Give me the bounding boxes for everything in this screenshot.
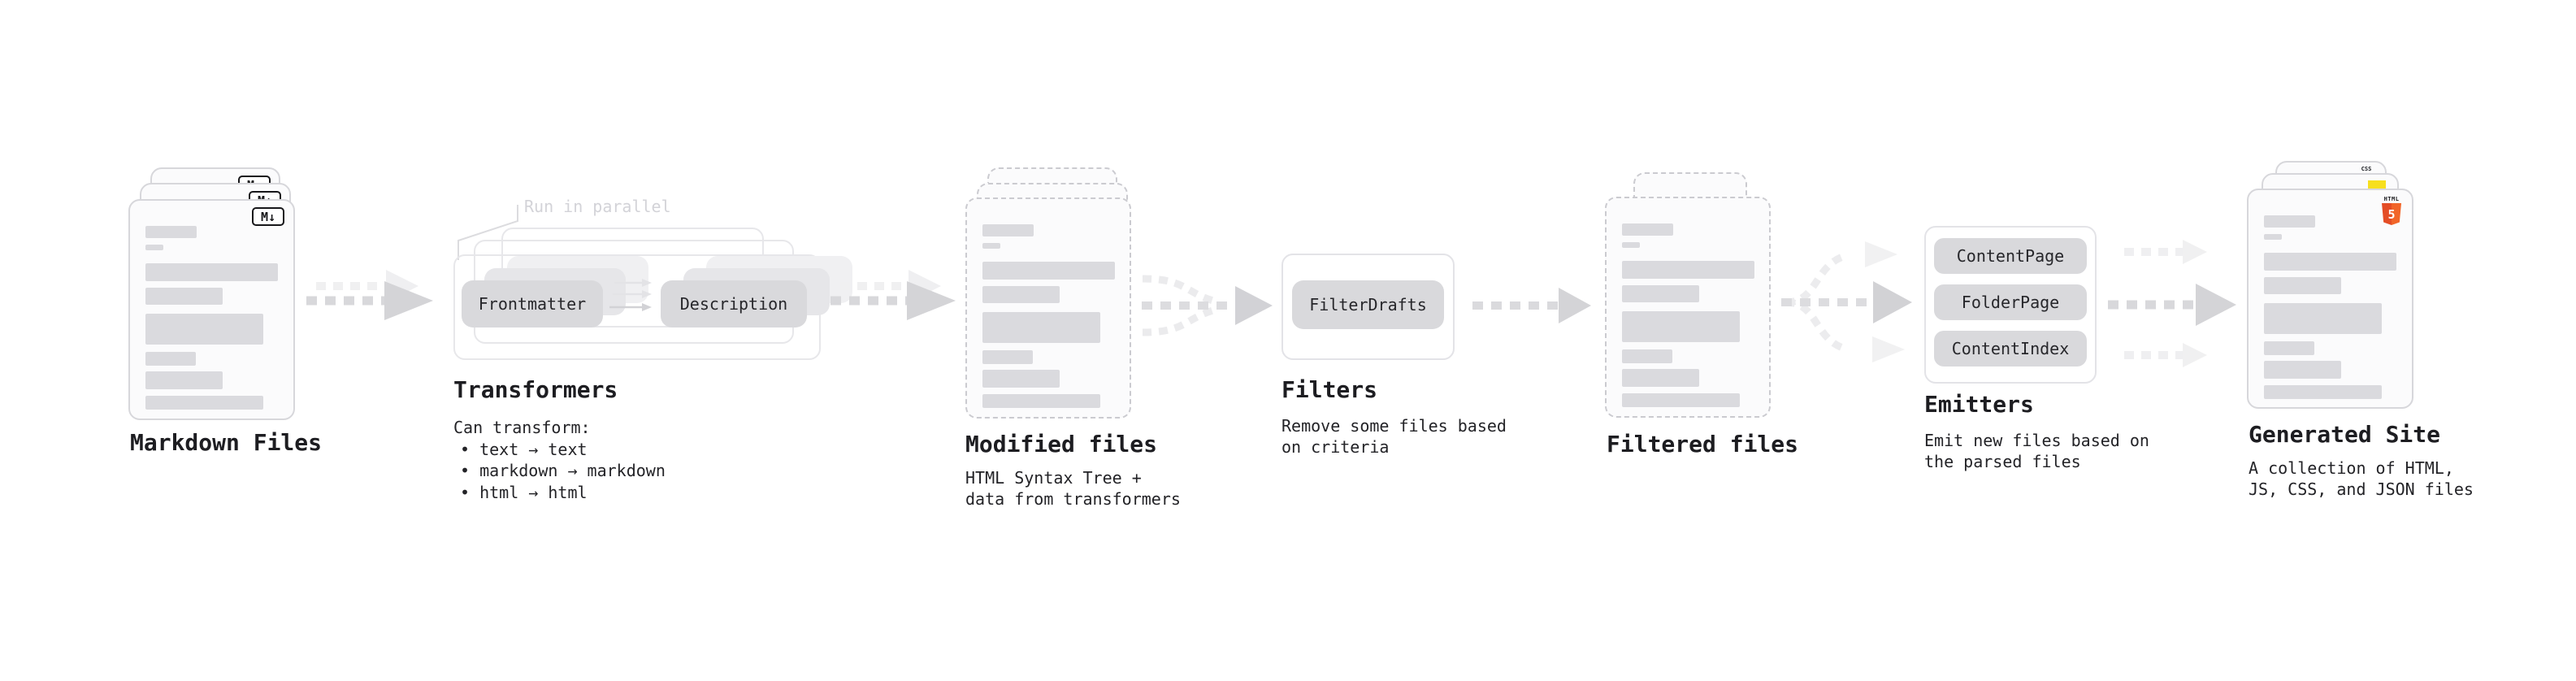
stage-filtered-files: Filtered files: [1605, 172, 1808, 497]
chip-frontmatter: Frontmatter: [462, 280, 603, 327]
stage-generated-site: CSS HTML 5 Generated Site A: [2247, 161, 2474, 518]
doc-line-bar: [982, 243, 1000, 249]
stage-modified-files: Modified files HTML Syntax Tree + data f…: [965, 161, 1181, 518]
stage-title-filters: Filters: [1281, 376, 1378, 403]
doc-line-bar: [982, 312, 1100, 343]
doc-line-bar: [145, 371, 223, 389]
chip-description: Description: [661, 280, 807, 327]
doc-line-bar: [1622, 393, 1740, 407]
doc-line-bar: [1622, 223, 1673, 236]
doc-line-bar: [145, 314, 263, 345]
doc-line-bar: [1622, 261, 1754, 279]
stage-filters: FilterDrafts Filters Remove some files b…: [1281, 254, 1507, 473]
modified-files-subtitle: data from transformers: [965, 489, 1181, 509]
arrow-filters-to-filtered: [1472, 288, 1591, 323]
stage-emitters: ContentPage FolderPage ContentIndex Emit…: [1924, 226, 2149, 486]
generated-site-subtitle: JS, CSS, and JSON files: [2249, 479, 2474, 499]
doc-page-front: [1605, 197, 1771, 418]
emitter-chip-folderpage: FolderPage: [1934, 284, 2087, 320]
doc-line-bar: [2264, 277, 2341, 294]
stage-title-filtered-files: Filtered files: [1607, 431, 1799, 458]
doc-line-bar: [145, 352, 196, 366]
note-leader-line: [458, 205, 518, 260]
doc-line-bar: [982, 394, 1100, 408]
doc-content-bars: [982, 224, 1115, 408]
emitter-chip-contentindex: ContentIndex: [1934, 331, 2087, 367]
transformers-desc-heading: Can transform:: [453, 418, 591, 437]
doc-line-bar: [2264, 385, 2382, 399]
doc-line-bar: [2264, 341, 2314, 355]
html5-icon: HTML 5: [2381, 196, 2402, 225]
run-in-parallel-note: Run in parallel: [524, 197, 671, 216]
stage-title-modified-files: Modified files: [965, 431, 1158, 458]
doc-line-bar: [982, 262, 1115, 280]
generated-site-subtitle: A collection of HTML,: [2249, 458, 2454, 478]
doc-line-bar: [1622, 349, 1672, 363]
doc-line-bar: [2264, 234, 2282, 240]
doc-line-bar: [1622, 285, 1699, 302]
doc-line-bar: [2264, 361, 2341, 379]
stage-title-markdown-files: Markdown Files: [130, 429, 323, 456]
doc-line-bar: [145, 263, 278, 281]
arrow-filtered-to-emitters-diverging: [1781, 241, 1912, 362]
transformers-bullet: • markdown → markdown: [460, 461, 666, 480]
doc-content-bars: [1622, 223, 1754, 407]
doc-line-bar: [982, 370, 1060, 388]
stage-title-transformers: Transformers: [453, 376, 618, 403]
doc-page-front: M↓: [128, 199, 295, 420]
emitters-subtitle: Emit new files based on: [1924, 431, 2149, 450]
arrow-markdown-to-transformers: [306, 270, 433, 320]
arrow-modified-to-filters-converging: [1142, 275, 1273, 336]
arrow-emitters-to-site-triple: [2108, 240, 2236, 367]
doc-line-bar: [2264, 303, 2382, 334]
stage-transformers: Run in parallel Frontmatter Description …: [453, 193, 852, 502]
doc-content-bars: [145, 226, 278, 410]
doc-page-front: [965, 197, 1131, 419]
transformers-bullet: • html → html: [460, 483, 588, 502]
filters-subtitle: Remove some files based: [1281, 416, 1507, 436]
doc-line-bar: [145, 288, 223, 305]
chip-filterdrafts: FilterDrafts: [1292, 280, 1444, 329]
doc-line-bar: [982, 350, 1033, 364]
doc-line-bar: [145, 226, 197, 238]
emitter-chip-contentpage: ContentPage: [1934, 238, 2087, 274]
doc-line-bar: [982, 224, 1034, 236]
doc-line-bar: [1622, 242, 1640, 248]
doc-line-bar: [1622, 369, 1699, 387]
doc-line-bar: [2264, 253, 2396, 271]
doc-page-front: HTML 5: [2247, 189, 2413, 409]
parallel-mini-arrows: [609, 279, 652, 311]
doc-line-bar: [1622, 311, 1740, 342]
stage-title-emitters: Emitters: [1924, 391, 2034, 418]
doc-line-bar: [145, 396, 263, 410]
markdown-icon: M↓: [252, 207, 284, 226]
doc-content-bars: [2264, 215, 2396, 399]
modified-files-subtitle: HTML Syntax Tree +: [965, 468, 1142, 488]
stage-markdown-files: M↓ M↓ M↓ Markdown Files: [128, 161, 332, 470]
emitters-subtitle: the parsed files: [1924, 452, 2081, 471]
stage-title-generated-site: Generated Site: [2249, 421, 2441, 448]
arrow-transformers-to-modified: [830, 270, 956, 320]
doc-line-bar: [2264, 215, 2315, 228]
transformers-bullet: • text → text: [460, 440, 588, 459]
doc-line-bar: [982, 286, 1060, 303]
doc-line-bar: [145, 245, 163, 250]
filters-subtitle: on criteria: [1281, 437, 1390, 457]
